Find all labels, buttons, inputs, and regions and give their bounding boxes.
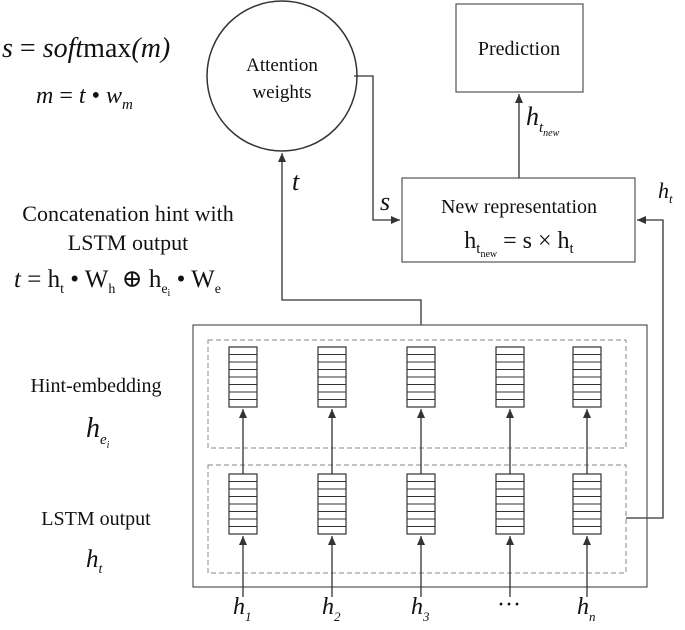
lstm-output-group bbox=[207, 464, 627, 574]
connectors bbox=[278, 75, 664, 519]
svg-text:s = softmax(m): s = softmax(m) bbox=[2, 33, 170, 64]
encoder-block bbox=[192, 324, 648, 588]
edge-attention-to-newrep bbox=[354, 75, 400, 224]
concat-formula: t = ht • Wh ⊕ hei • We bbox=[14, 266, 221, 299]
concat-title-line1: Concatenation hint with bbox=[22, 201, 233, 226]
input-label-3: h3 bbox=[411, 594, 430, 624]
edge-label-ht-right: ht bbox=[658, 178, 673, 206]
input-label-1: h1 bbox=[233, 594, 252, 624]
lstm-output-vector-4 bbox=[495, 473, 525, 535]
hint-embedding-symbol: hei bbox=[86, 413, 110, 451]
concat-title-line2: LSTM output bbox=[68, 230, 188, 255]
input-label-ellipsis: ··· bbox=[497, 592, 521, 618]
hint-embedding-vector-3 bbox=[406, 346, 436, 408]
hint-embedding-vector-1 bbox=[228, 346, 258, 408]
vector-columns bbox=[228, 346, 602, 597]
svg-text:m = t • wm: m = t • wm bbox=[36, 83, 133, 113]
edge-lstm-to-newrep bbox=[626, 216, 664, 519]
lstm-output-vector-1 bbox=[228, 473, 258, 535]
lstm-output-vector-2 bbox=[317, 473, 347, 535]
hint-embedding-group bbox=[207, 339, 627, 449]
attention-label-line1: Attention bbox=[246, 55, 318, 76]
softmax-formula: s = softmax(m) bbox=[2, 33, 170, 64]
edge-label-t: t bbox=[292, 167, 300, 196]
hint-embedding-label: Hint-embedding bbox=[30, 375, 161, 397]
input-label-n: hn bbox=[577, 594, 596, 624]
new-representation-formula: htnew = s × ht bbox=[464, 228, 574, 260]
hint-embedding-vector-4 bbox=[495, 346, 525, 408]
lstm-output-vector-3 bbox=[406, 473, 436, 535]
new-representation-title: New representation bbox=[441, 196, 597, 218]
edge-label-ht-new: htnew bbox=[526, 102, 560, 139]
prediction-node: Prediction bbox=[455, 3, 584, 93]
edge-block-to-attention bbox=[278, 153, 422, 325]
attention-label-line2: weights bbox=[252, 82, 311, 103]
m-formula: m = t • wm bbox=[36, 83, 133, 113]
lstm-output-symbol: ht bbox=[86, 546, 104, 577]
input-label-2: h2 bbox=[322, 594, 341, 624]
attention-weights-node: Attention weights bbox=[206, 0, 358, 152]
edge-label-s: s bbox=[380, 187, 390, 216]
input-labels: h1 h2 h3 ··· hn bbox=[233, 592, 596, 624]
prediction-label: Prediction bbox=[478, 38, 560, 60]
lstm-output-vector-5 bbox=[572, 473, 602, 535]
hint-embedding-vector-2 bbox=[317, 346, 347, 408]
new-representation-node: New representation htnew = s × ht bbox=[401, 177, 636, 263]
hint-embedding-vector-5 bbox=[572, 346, 602, 408]
svg-text:t = ht • Wh ⊕ hei • We: t = ht • Wh ⊕ hei • We bbox=[14, 266, 221, 299]
lstm-output-label: LSTM output bbox=[41, 508, 151, 530]
